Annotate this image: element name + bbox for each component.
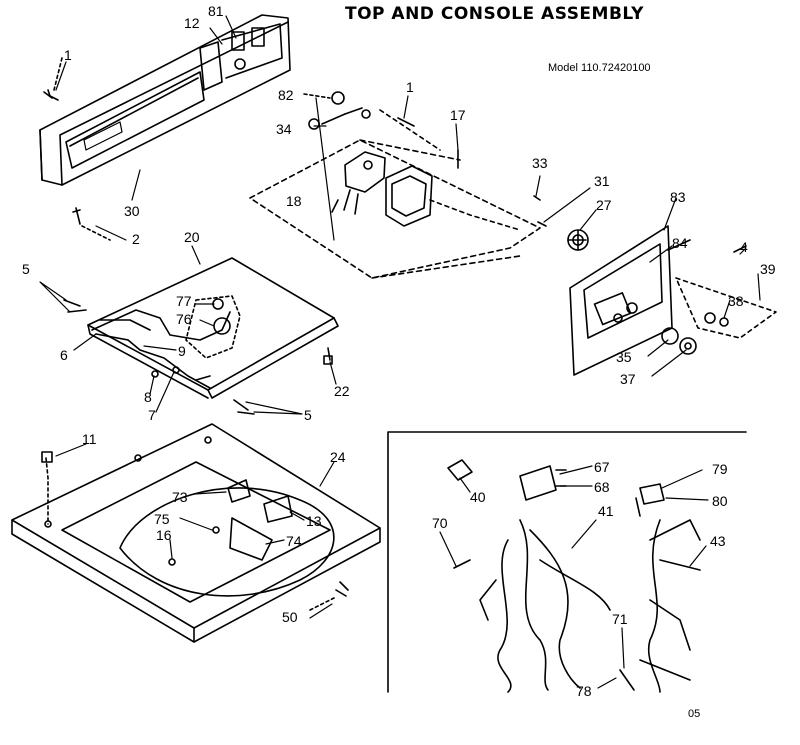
callout-1: 1 <box>64 47 72 63</box>
callout-74: 74 <box>286 533 302 549</box>
model-number: Model 110.72420100 <box>548 62 651 74</box>
callout-27: 27 <box>596 197 612 213</box>
callout-78: 78 <box>576 683 592 699</box>
console-internals <box>250 92 588 278</box>
callout-24: 24 <box>330 449 346 465</box>
callout-16: 16 <box>156 527 172 543</box>
callout-30: 30 <box>124 203 140 219</box>
callout-71: 71 <box>612 611 628 627</box>
callout-73: 73 <box>172 489 188 505</box>
callout-7: 7 <box>148 407 156 423</box>
console-panel <box>40 15 290 185</box>
callout-82: 82 <box>278 87 294 103</box>
callout-70: 70 <box>432 515 448 531</box>
callout-80: 80 <box>712 493 728 509</box>
callout-67: 67 <box>594 459 610 475</box>
callout-20: 20 <box>184 229 200 245</box>
callout-6: 6 <box>60 347 68 363</box>
diagram-title: TOP AND CONSOLE ASSEMBLY <box>345 4 644 24</box>
callout-22: 22 <box>334 383 350 399</box>
top-lid <box>64 258 338 414</box>
callout-41: 41 <box>598 503 614 519</box>
callout-35: 35 <box>616 349 632 365</box>
callout-43: 43 <box>710 533 726 549</box>
callout-5b: 5 <box>304 407 312 423</box>
callout-4: 4 <box>740 239 748 255</box>
callout-31: 31 <box>594 173 610 189</box>
callout-8: 8 <box>144 389 152 405</box>
console-screws <box>44 58 110 240</box>
callout-33: 33 <box>532 155 548 171</box>
callout-50: 50 <box>282 609 298 625</box>
callout-5: 5 <box>22 261 30 277</box>
callout-13: 13 <box>306 513 322 529</box>
harness-inset <box>388 432 746 692</box>
callout-76: 76 <box>176 311 192 327</box>
callout-79: 79 <box>712 461 728 477</box>
callout-77: 77 <box>176 293 192 309</box>
callout-18: 18 <box>286 193 302 209</box>
callout-34: 34 <box>276 121 292 137</box>
callout-84: 84 <box>672 235 688 251</box>
callout-83: 83 <box>670 189 686 205</box>
washer-top <box>12 424 380 642</box>
callout-12: 12 <box>184 15 200 31</box>
callout-37: 37 <box>620 371 636 387</box>
callout-38: 38 <box>728 293 744 309</box>
control-panel <box>570 226 776 375</box>
callout-68: 68 <box>594 479 610 495</box>
callout-75: 75 <box>154 511 170 527</box>
callout-1b: 1 <box>406 79 414 95</box>
callout-81: 81 <box>208 3 224 19</box>
callout-11: 11 <box>82 431 97 447</box>
page-code: 05 <box>688 708 701 720</box>
callout-2: 2 <box>132 231 140 247</box>
callout-40: 40 <box>470 489 486 505</box>
callout-17: 17 <box>450 107 466 123</box>
callout-9: 9 <box>178 343 186 359</box>
leader-lines <box>40 16 760 688</box>
callout-39: 39 <box>760 261 776 277</box>
